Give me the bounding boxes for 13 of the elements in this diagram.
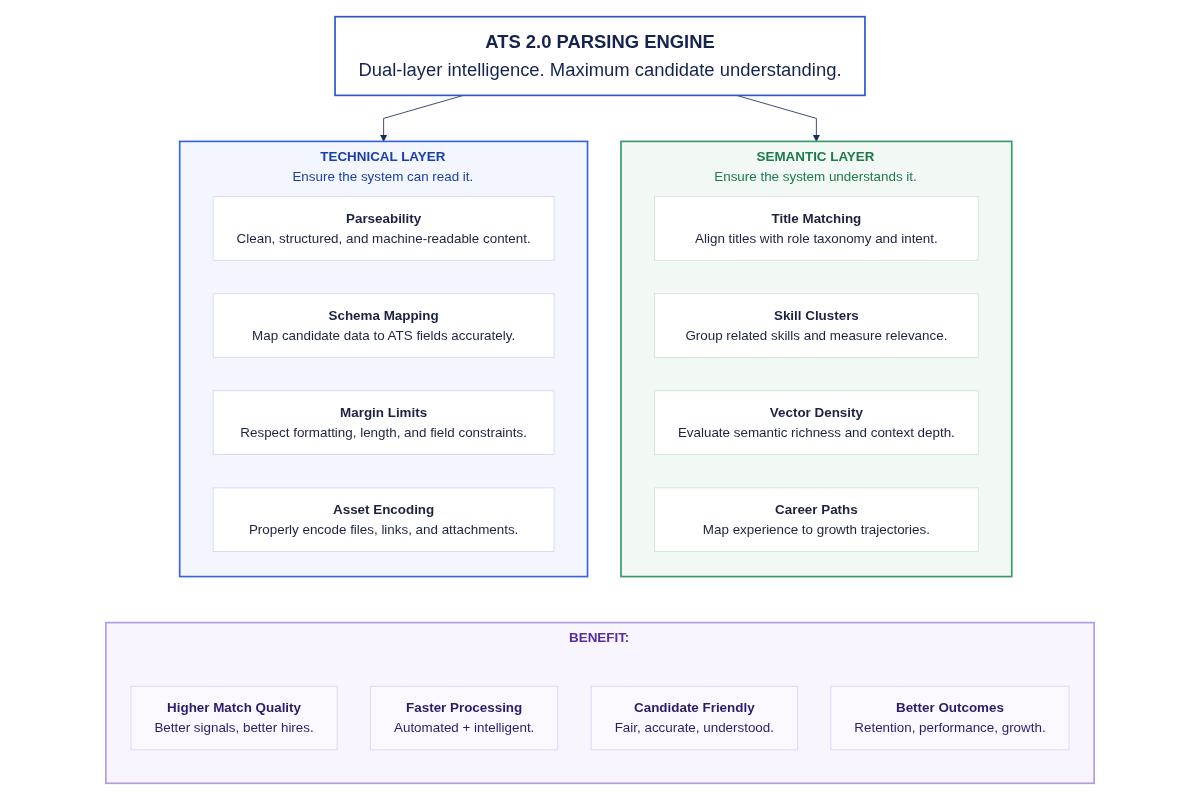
node-box: Schema Mapping Map candidate data to ATS fields accurately. [212,293,555,358]
node-box: Vector Density Evaluate semantic richness and context depth. [654,390,979,455]
node-box: ATS 2.0 PARSING ENGINE Dual-layer intelligence. Maximum candidate understanding. [334,15,866,97]
node-box: Faster Processing Automated + intelligent. [370,685,559,751]
node-box: Better Outcomes Retention, performance, growth. [830,685,1070,751]
node-box: Candidate Friendly Fair, accurate, understood. [590,685,798,751]
node-box: Career Paths Map experience to growth trajectories. [654,487,979,552]
node-box: Parseability Clean, structured, and machine-readable content. [212,196,555,261]
node-box: Margin Limits Respect formatting, length, and field constraints. [212,390,555,455]
node-box: Asset Encoding Properly encode files, links, and attachments. [212,487,555,552]
node-box: Higher Match Quality Better signals, better hires. [130,685,338,751]
node-box: Title Matching Align titles with role taxonomy and intent. [654,196,979,261]
node-box: Skill Clusters Group related skills and measure relevance. [654,293,979,358]
